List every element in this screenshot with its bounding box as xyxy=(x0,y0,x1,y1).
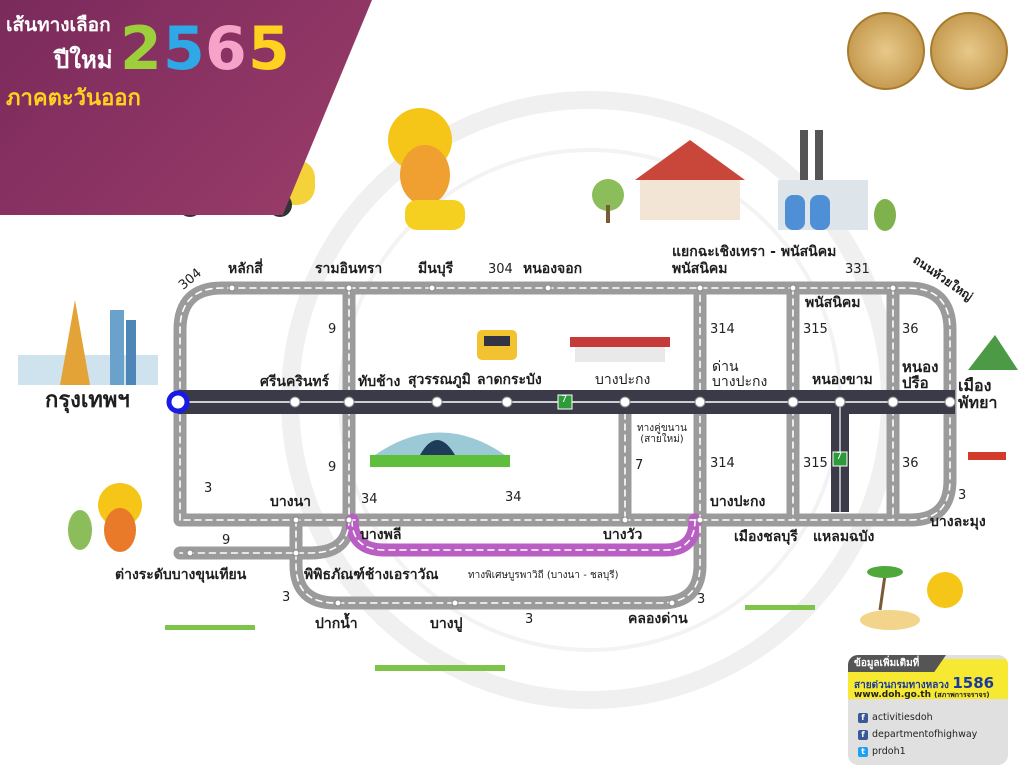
ministry-seal-logo xyxy=(847,12,925,90)
place-label: บางปู xyxy=(430,616,463,632)
stop-dots xyxy=(186,284,956,607)
route-number: 315 xyxy=(803,456,828,471)
hotline-label: สายด่วนกรมทางหลวง xyxy=(854,680,949,691)
social-facebook-activities[interactable]: f activitiesdoh xyxy=(858,712,933,723)
route-number: 314 xyxy=(710,322,735,337)
title-region: ภาคตะวันออก xyxy=(6,86,141,111)
place-label: ทับช้าง xyxy=(358,374,401,390)
route-number: 314 xyxy=(710,456,735,471)
place-label: พิพิธภัณฑ์ช้างเอราวัณ xyxy=(304,567,439,583)
place-label: บางปะกง xyxy=(595,372,651,388)
twitter-icon: t xyxy=(858,746,868,757)
route-number: 331 xyxy=(845,262,870,277)
year-digit: 6 xyxy=(205,14,247,84)
place-label: ต่างระดับบางขุนเทียน xyxy=(115,567,247,583)
route-number: 3 xyxy=(204,481,213,496)
title-line2: ปีใหม่ xyxy=(54,46,113,74)
route-number: 34 xyxy=(505,490,522,505)
website-note: (สภาพการจราจร) xyxy=(934,691,990,699)
place-label: บางวัว xyxy=(603,527,643,543)
place-label: หนองขาม xyxy=(812,372,873,388)
hotline: สายด่วนกรมทางหลวง 1586 xyxy=(854,674,994,693)
mangrove-illustration xyxy=(165,605,815,671)
place-label: รามอินทรา xyxy=(315,261,383,277)
hotline-number: 1586 xyxy=(952,674,995,692)
place-label: คลองด่าน xyxy=(628,611,688,627)
road-9 xyxy=(173,281,356,560)
year-digit: 5 xyxy=(248,14,290,84)
place-label: แหลมฉบัง xyxy=(813,529,875,545)
route-number: 7 xyxy=(635,458,644,473)
place-label: บางปะกง xyxy=(710,494,766,510)
bangkok-skyline-illustration xyxy=(18,300,158,385)
route-number: 9 xyxy=(328,322,337,337)
place-label: หนอง ปรือ xyxy=(902,358,939,392)
origin-marker xyxy=(166,390,190,414)
mountain-illustration xyxy=(968,335,1018,370)
info-box: ข้อมูลเพิ่มเติมที่ สายด่วนกรมทางหลวง 158… xyxy=(848,655,1008,765)
motorway-badge-number: 7 xyxy=(561,394,568,405)
train-illustration xyxy=(477,330,517,360)
destination-label: เมือง พัทยา xyxy=(958,376,998,412)
ship-illustration xyxy=(968,452,1006,460)
tree-illustration xyxy=(68,179,896,550)
place-label: ศรีนครินทร์ xyxy=(260,374,330,390)
facebook-icon: f xyxy=(858,729,868,740)
place-label: ทางคู่ขนาน (สายใหม่) xyxy=(637,423,687,445)
route-number: 3 xyxy=(282,590,291,605)
place-label: พนัสนิคม xyxy=(805,295,861,311)
motorway-badge-number: 7 xyxy=(836,451,843,462)
place-label: หนองจอก xyxy=(523,261,583,277)
origin-label: กรุงเทพฯ xyxy=(45,388,130,413)
place-label: พนัสนิคม xyxy=(672,261,728,277)
info-header: ข้อมูลเพิ่มเติมที่ xyxy=(848,655,946,672)
expressway-label: ทางพิเศษบูรพาวิถี (บางนา - ชลบุรี) xyxy=(468,570,619,581)
place-label: เมืองชลบุรี xyxy=(734,529,798,545)
social-label: activitiesdoh xyxy=(872,712,933,723)
social-label: departmentofhighway xyxy=(872,729,978,740)
beach-illustration xyxy=(860,566,920,630)
doh-seal-logo xyxy=(930,12,1008,90)
place-label: ด่าน บางปะกง xyxy=(712,359,768,390)
route-number: 9 xyxy=(222,533,231,548)
social-twitter[interactable]: t prdoh1 xyxy=(858,746,906,757)
place-label: มีนบุรี xyxy=(418,261,454,277)
place-label: แยกฉะเชิงเทรา - พนัสนิคม xyxy=(672,244,837,260)
route-number: 304 xyxy=(488,262,513,277)
place-label: บางละมุง xyxy=(930,514,986,530)
place-label: บางนา xyxy=(270,494,312,510)
route-number: 9 xyxy=(328,460,337,475)
airport-illustration xyxy=(370,432,510,467)
route-number: 3 xyxy=(525,612,534,627)
place-label: หลักสี่ xyxy=(228,261,263,277)
social-label: prdoh1 xyxy=(872,746,906,757)
factory-illustration xyxy=(778,130,868,230)
route-number: 3 xyxy=(697,592,706,607)
place-label: บางพลี xyxy=(360,527,402,543)
mascot-illustration xyxy=(98,108,963,608)
route-number: 3 xyxy=(958,488,967,503)
website-link[interactable]: www.doh.go.th xyxy=(854,690,931,700)
social-facebook-department[interactable]: f departmentofhighway xyxy=(858,729,977,740)
place-label: ปากน้ำ xyxy=(315,616,358,632)
temple-illustration xyxy=(635,140,745,220)
facebook-icon: f xyxy=(858,712,868,723)
title-line1: เส้นทางเลือก xyxy=(6,14,111,36)
station-illustration xyxy=(570,337,670,362)
place-label: สุวรรณภูมิ xyxy=(408,372,471,388)
route-number: 34 xyxy=(361,492,378,507)
year-digit: 5 xyxy=(163,14,205,84)
motorway-badge xyxy=(557,394,848,467)
website[interactable]: www.doh.go.th (สภาพการจราจร) xyxy=(854,690,990,701)
place-label: ลาดกระบัง xyxy=(477,372,542,388)
route-number: 36 xyxy=(902,322,919,337)
route-number: 315 xyxy=(803,322,828,337)
route-number: 36 xyxy=(902,456,919,471)
year-digit: 2 xyxy=(120,14,162,84)
